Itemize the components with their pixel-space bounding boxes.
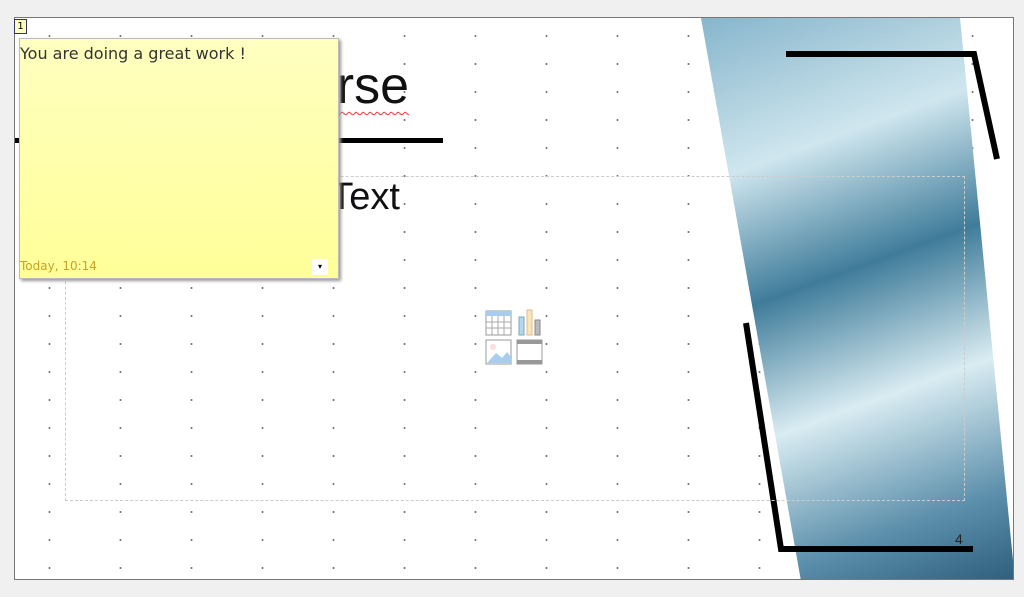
- insert-chart-icon[interactable]: [518, 309, 541, 336]
- slide-title[interactable]: rse: [336, 57, 409, 115]
- slide-body-text[interactable]: Text: [330, 176, 400, 218]
- page-number: 4: [955, 531, 963, 547]
- comment-menu-button[interactable]: ▾: [312, 259, 328, 275]
- comment-text[interactable]: You are doing a great work !: [20, 44, 246, 63]
- comment-anchor[interactable]: 1: [14, 19, 27, 34]
- comment-note[interactable]: You are doing a great work ! Today, 10:1…: [19, 38, 339, 279]
- bracket-decorations: [743, 51, 1000, 552]
- chevron-down-icon: ▾: [317, 262, 322, 271]
- insert-video-icon[interactable]: [516, 339, 543, 365]
- comment-date: Today, 10:14: [20, 259, 97, 273]
- insert-table-icon[interactable]: [485, 310, 512, 336]
- insert-content-icons: [485, 309, 543, 365]
- insert-image-icon[interactable]: [485, 339, 512, 365]
- content-placeholder[interactable]: [65, 176, 965, 501]
